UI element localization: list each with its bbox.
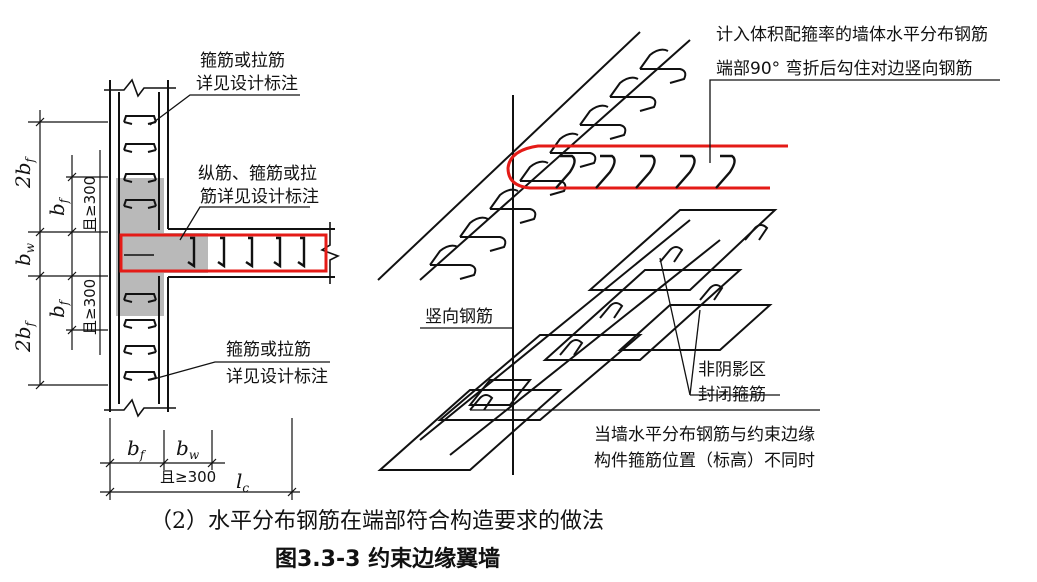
label-longitudinal-1: 纵筋、箍筋或拉 <box>198 164 317 184</box>
web-hook <box>715 154 736 189</box>
label-stirrup-top-2: 详见设计标注 <box>196 74 298 94</box>
svg-text:2bf: 2bf <box>11 319 37 353</box>
web-hook <box>635 154 656 189</box>
lower-hook <box>559 339 584 356</box>
horizontal-dimensions <box>100 418 300 500</box>
dim-label-bf-bottom: bf <box>45 298 71 318</box>
label-vertical-bar: 竖向钢筋 <box>425 307 493 327</box>
upper-flange-edge-inner <box>419 39 691 281</box>
plan-view: 2bf bf 且≥300 bw bf 且≥300 2bf <box>11 51 340 500</box>
web-hook <box>555 154 576 189</box>
upper-flange-hooks <box>429 48 687 280</box>
stirrup-hook <box>123 345 157 355</box>
flange-hook <box>489 188 537 224</box>
lower-closed-stirrups <box>377 209 778 471</box>
label-stirrup-top-1: 箍筋或拉筋 <box>200 51 285 71</box>
web-hooks <box>555 154 736 189</box>
svg-text:bf: bf <box>45 298 71 318</box>
flange-hook <box>609 76 657 112</box>
web-tie-hook <box>273 236 282 269</box>
svg-text:且≥300: 且≥300 <box>81 176 99 232</box>
web-closed-stirrup-red <box>119 233 328 273</box>
figure-caption: （2）水平分布钢筋在端部符合构造要求的做法 <box>150 509 604 534</box>
dim-label-min300-bottom: 且≥300 <box>81 279 99 335</box>
upper-flange-edge-outer <box>377 31 641 281</box>
label-horizontal-note-2: 端部90° 弯折后勾住对边竖向钢筋 <box>716 59 973 79</box>
web-tie-hook <box>297 236 306 269</box>
leader-non-shadow-a <box>659 257 691 396</box>
web-tie-hook <box>217 236 226 269</box>
stirrup-hook <box>123 143 157 153</box>
label-position-note-2: 构件箍筋位置（标高）不同时 <box>594 451 815 471</box>
figure-title: 图3.3-3 约束边缘翼墙 <box>275 546 500 572</box>
break-symbol-top <box>104 78 176 98</box>
flange-hook <box>459 216 507 252</box>
label-position-note-1: 当墙水平分布钢筋与约束边缘 <box>594 425 815 445</box>
svg-text:bw: bw <box>11 242 37 266</box>
svg-text:且≥300: 且≥300 <box>81 279 99 335</box>
dim-label-bf-horizontal: bf <box>127 436 147 462</box>
isometric-view: 计入体积配箍率的墙体水平分布钢筋 端部90° 弯折后勾住对边竖向钢筋 竖向钢筋 … <box>377 25 1000 475</box>
web-hook <box>595 154 616 189</box>
leader-non-shadow-b <box>689 309 701 396</box>
break-symbol-bottom <box>104 398 176 418</box>
flange-stirrups <box>123 115 157 381</box>
stirrup-hook <box>123 199 157 209</box>
flange-hook <box>549 132 597 168</box>
label-horizontal-note-1: 计入体积配箍率的墙体水平分布钢筋 <box>716 25 988 45</box>
break-symbol-right <box>320 222 340 284</box>
lower-hook <box>659 246 684 263</box>
dim-label-2bf-top: 2bf <box>11 155 37 189</box>
svg-text:2bf: 2bf <box>11 155 37 189</box>
shaded-boundary-junction <box>164 233 208 273</box>
leader-bottom-stirrup <box>149 361 330 381</box>
stirrup-hook <box>123 115 157 125</box>
label-non-shadow-1: 非阴影区 <box>698 360 766 380</box>
dim-label-min300-horizontal: 且≥300 <box>160 468 216 486</box>
horizontal-bar-red <box>506 144 788 190</box>
vertical-dimensions <box>28 110 108 390</box>
flange-hook <box>429 244 477 280</box>
lower-stirrup-hooks <box>469 224 769 411</box>
leader-horizontal-note <box>709 79 1000 163</box>
stirrup-hook <box>123 293 157 303</box>
dim-label-bf-top: bf <box>45 196 71 216</box>
shaded-boundary-column <box>116 178 164 316</box>
dim-label-bw: bw <box>11 242 37 266</box>
dim-label-min300-top: 且≥300 <box>81 176 99 232</box>
lower-hook <box>599 302 624 319</box>
leader-top-stirrup <box>149 94 300 126</box>
web-tie-hook <box>187 236 196 269</box>
leader-longitudinal <box>179 206 310 241</box>
lower-hook <box>744 224 769 241</box>
dim-label-lc: lc <box>236 469 249 495</box>
lower-hook <box>699 284 724 301</box>
label-stirrup-bottom-1: 箍筋或拉筋 <box>226 340 311 360</box>
flange-hook <box>519 160 567 196</box>
flange-hook <box>639 48 687 84</box>
stirrup-hook <box>123 319 157 329</box>
label-non-shadow-2: 封闭箍筋 <box>698 385 766 405</box>
dim-label-2bf-bottom: 2bf <box>11 319 37 353</box>
flange-hook <box>579 104 627 140</box>
web-hook <box>675 154 696 189</box>
label-stirrup-bottom-2: 详见设计标注 <box>226 367 328 387</box>
lower-hook <box>469 394 494 411</box>
dim-label-bw-horizontal: bw <box>176 436 200 462</box>
label-longitudinal-2: 筋详见设计标注 <box>200 187 319 207</box>
web-ties <box>187 236 306 269</box>
stirrup-hook <box>123 371 157 381</box>
svg-text:bf: bf <box>45 196 71 216</box>
stirrup-hook <box>123 173 157 183</box>
web-tie-hook <box>245 236 254 269</box>
